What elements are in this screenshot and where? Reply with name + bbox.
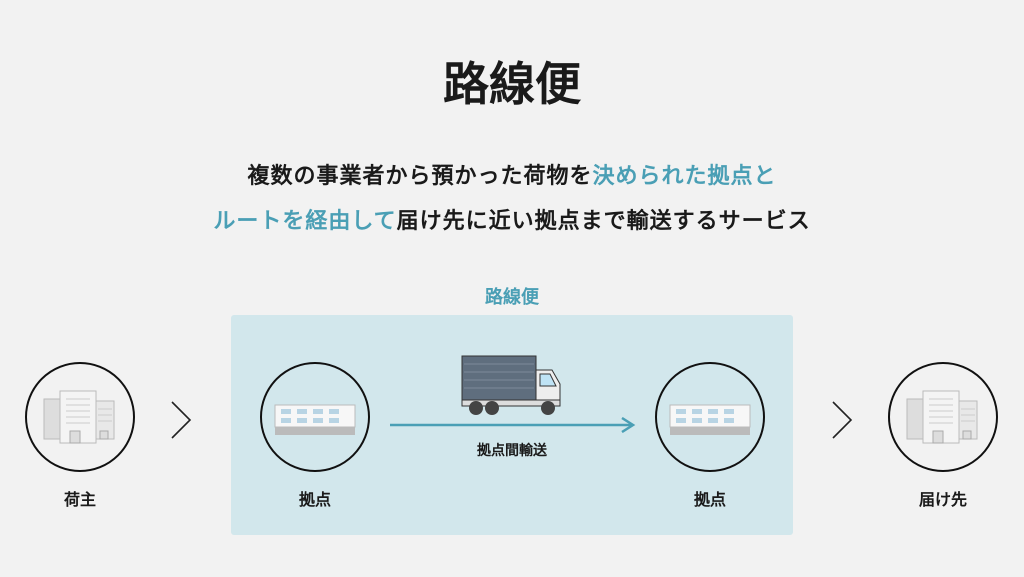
- shipper-label: 荷主: [63, 490, 96, 509]
- truck-icon: [461, 355, 561, 415]
- base-label-1: 拠点: [298, 490, 331, 509]
- subtitle-text: 複数の事業者から預かった荷物を: [247, 164, 593, 189]
- chevron-right-icon: [171, 401, 192, 439]
- subtitle-text: 届け先に近い拠点まで輸送するサービス: [396, 209, 811, 234]
- destination-node: [888, 362, 998, 472]
- transport-arrow: [390, 417, 636, 433]
- subtitle-line-1: 複数の事業者から預かった荷物を決められた拠点と: [0, 158, 1024, 190]
- base-node-2: [655, 362, 765, 472]
- transport-label: 拠点間輸送: [477, 443, 547, 459]
- shipper-node: [25, 362, 135, 472]
- subtitle-line-2: ルートを経由して届け先に近い拠点まで輸送するサービス: [0, 203, 1024, 235]
- panel-label: 路線便: [485, 287, 539, 308]
- base-node-1: [260, 362, 370, 472]
- office-building-icon: [906, 390, 978, 444]
- destination-label: 届け先: [918, 490, 967, 509]
- page-title: 路線便: [443, 57, 581, 111]
- subtitle-highlight: 決められた拠点と: [592, 164, 777, 189]
- base-label-2: 拠点: [693, 490, 726, 509]
- warehouse-icon: [274, 404, 356, 435]
- chevron-right-icon: [832, 401, 853, 439]
- office-building-icon: [43, 390, 115, 444]
- subtitle-highlight: ルートを経由して: [213, 209, 397, 234]
- warehouse-icon: [669, 404, 751, 435]
